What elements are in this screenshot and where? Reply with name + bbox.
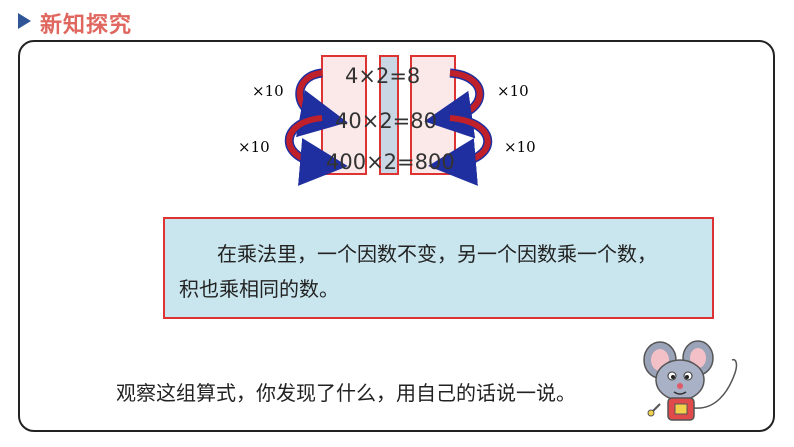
right-arrow-top xyxy=(424,68,485,139)
play-icon xyxy=(18,13,31,29)
multiplier-label-left-bottom: ×10 xyxy=(238,138,270,156)
middle-column-highlight xyxy=(379,55,399,175)
equation-2: 40×2=80 xyxy=(335,109,437,133)
multiplier-label-right-bottom: ×10 xyxy=(504,138,536,156)
right-arrow-bottom xyxy=(428,113,493,186)
header-bar: 新知探究 xyxy=(0,0,794,40)
question-prompt: 观察这组算式，你发现了什么，用自己的话说一说。 xyxy=(116,381,576,405)
equation-3: 400×2=800 xyxy=(326,150,455,174)
multiplier-label-right-top: ×10 xyxy=(497,82,529,100)
multiplier-label-left-top: ×10 xyxy=(252,82,284,100)
equation-1: 4×2=8 xyxy=(345,64,421,88)
left-arrow-bottom xyxy=(284,113,348,186)
mouse-mascot-icon xyxy=(643,340,738,421)
left-arrow-top xyxy=(295,68,348,138)
section-title: 新知探究 xyxy=(40,13,133,38)
rule-text-line-1: 在乘法里，一个因数不变，另一个因数乘一个数， xyxy=(217,242,657,266)
rule-box: 在乘法里，一个因数不变，另一个因数乘一个数， 积也乘相同的数。 xyxy=(163,217,714,319)
rule-text-line-2: 积也乘相同的数。 xyxy=(179,277,339,301)
